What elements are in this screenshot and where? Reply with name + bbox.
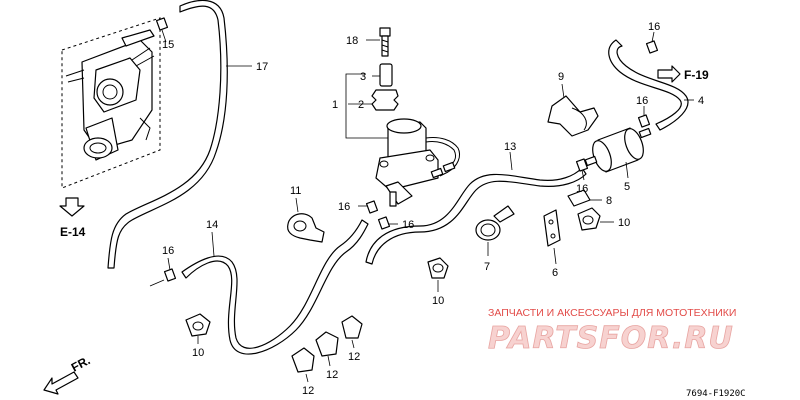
callout-10-a: 10: [192, 347, 204, 359]
clamp-12-c: [341, 315, 363, 349]
clamp-7: [475, 205, 515, 256]
carburetor-assembly: [61, 17, 161, 189]
watermark-caption: ЗАПЧАСТИ И АКСЕССУАРЫ ДЛЯ МОТОТЕХНИКИ: [488, 307, 736, 319]
callout-12-c: 12: [348, 351, 360, 363]
callout-2: 2: [358, 99, 364, 111]
reference-f19: F-19: [684, 68, 709, 82]
hose-17: [107, 0, 228, 269]
arrow-f19: [657, 65, 681, 83]
callout-16-f: 16: [162, 245, 174, 257]
clip-15: [155, 17, 169, 43]
callout-8: 8: [606, 195, 612, 207]
callout-12-b: 12: [326, 369, 338, 381]
watermark-logo: PARTSFOR.RU: [488, 321, 734, 356]
callout-16-d: 16: [338, 201, 350, 213]
callout-7: 7: [484, 261, 490, 273]
callout-11: 11: [290, 185, 301, 197]
clamp-12-b: [315, 331, 339, 367]
clamp-10-a: [185, 313, 211, 344]
callout-16-c: 16: [576, 183, 588, 195]
callout-17: 17: [256, 61, 268, 73]
reference-front: FR.: [69, 353, 93, 374]
clip-16-c: [575, 158, 589, 181]
callout-16-a: 16: [648, 21, 660, 33]
callout-10-b: 10: [432, 295, 444, 307]
callout-10-c: 10: [618, 217, 630, 229]
hose-13: [365, 167, 587, 265]
callout-1: 1: [332, 99, 338, 111]
filter-holder-9: [547, 83, 599, 137]
bracket-6: [543, 209, 561, 265]
callout-5: 5: [624, 181, 630, 193]
callout-16-e: 16: [402, 219, 414, 231]
callout-6: 6: [552, 267, 558, 279]
callout-12-a: 12: [302, 385, 314, 397]
callout-9: 9: [558, 71, 564, 83]
clip-16-e: [377, 216, 398, 230]
hose-4: [608, 39, 689, 131]
clip-16-d: [358, 200, 379, 214]
clip-16-f: [163, 257, 177, 282]
callout-14: 14: [206, 219, 218, 231]
callout-13: 13: [504, 141, 516, 153]
callout-3: 3: [360, 71, 366, 83]
clamp-10-c: [577, 207, 614, 231]
clamp-12-a: [291, 347, 315, 383]
clip-16-a: [645, 31, 659, 54]
fuel-pump: [345, 27, 461, 207]
clamp-11: [287, 197, 325, 243]
callout-18: 18: [346, 35, 358, 47]
clamp-10-b: [427, 257, 449, 292]
arrow-e14: [59, 197, 85, 217]
arrow-left-pointer: [149, 279, 165, 287]
callout-4: 4: [698, 95, 704, 107]
diagram-code: 7694-F1920C: [686, 389, 746, 399]
callout-16-b: 16: [636, 95, 648, 107]
fuel-filter: [584, 127, 652, 179]
reference-e14: E-14: [60, 225, 86, 239]
arrow-front: [43, 371, 79, 395]
hose-14: [181, 219, 369, 355]
callout-15: 15: [162, 39, 174, 51]
clip-16-b: [637, 106, 651, 128]
clip-8: [567, 189, 602, 207]
